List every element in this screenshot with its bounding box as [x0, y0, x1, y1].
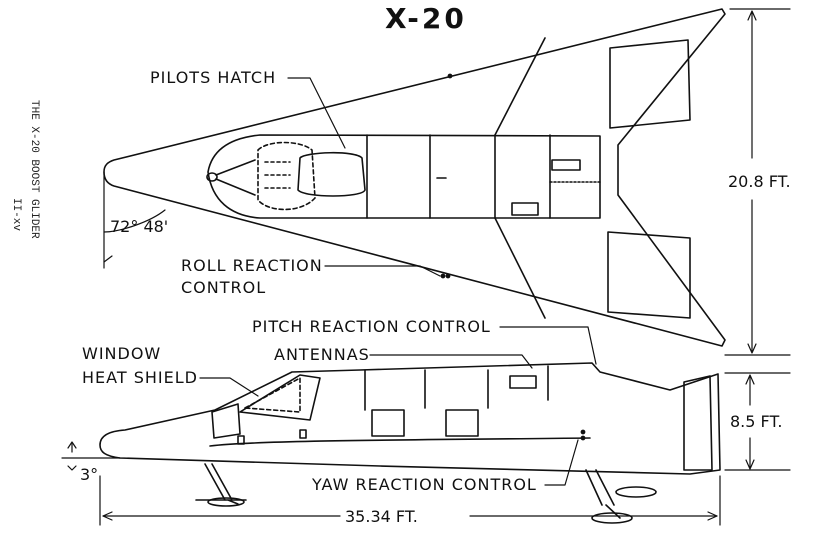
leader-lines	[199, 77, 597, 486]
label-window: WINDOW	[82, 344, 161, 363]
label-roll-reaction-2: CONTROL	[181, 278, 266, 297]
plan-outline	[103, 8, 726, 347]
window-heat-shield	[211, 403, 241, 439]
upper-wing-fin	[609, 39, 691, 129]
margin-caption: THE X-20 BOOST GLIDER II-xv	[6, 100, 46, 360]
dim-nose-angle: 3°	[80, 465, 98, 484]
margin-caption-title: THE X-20 BOOST GLIDER	[28, 100, 40, 239]
dim-sweep-angle: 72° 48'	[110, 217, 168, 236]
lower-wing-fin	[607, 231, 691, 319]
nose-gear	[195, 463, 247, 505]
dim-length: 35.34 FT.	[345, 507, 418, 526]
margin-caption-page: II-xv	[10, 198, 22, 232]
label-pitch-reaction: PITCH REACTION CONTROL	[252, 317, 491, 336]
canopy	[297, 151, 366, 197]
side-outline	[99, 362, 721, 475]
side-view	[99, 362, 721, 524]
label-pilots-hatch: PILOTS HATCH	[150, 68, 276, 87]
dimension-lines	[61, 8, 791, 526]
tail-fin	[683, 375, 713, 471]
dim-span: 20.8 FT.	[728, 172, 791, 191]
main-gear	[585, 469, 621, 519]
dim-height: 8.5 FT.	[730, 412, 782, 431]
diagram-title: X-20	[385, 2, 467, 35]
fuselage-top	[207, 134, 601, 219]
label-yaw-reaction: YAW REACTION CONTROL	[311, 475, 537, 494]
label-roll-reaction-1: ROLL REACTION	[181, 256, 323, 275]
label-heat-shield: HEAT SHIELD	[82, 368, 198, 387]
label-antennas: ANTENNAS	[274, 345, 370, 364]
plan-view	[103, 8, 726, 347]
